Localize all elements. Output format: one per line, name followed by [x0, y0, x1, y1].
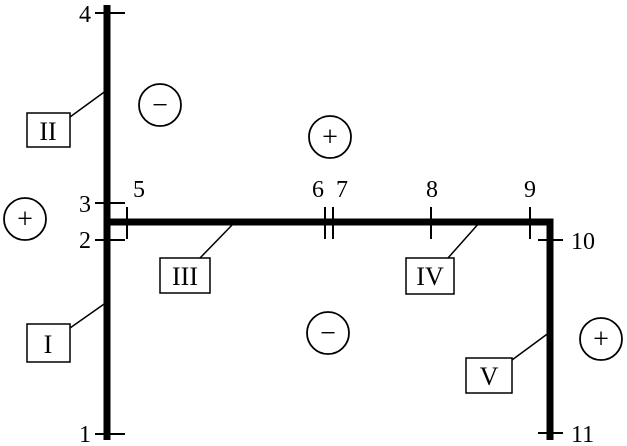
point-label-7: 7 — [336, 177, 348, 203]
member-label-ii: II — [39, 117, 56, 146]
sign-circle-minus-upper — [138, 83, 182, 127]
point-label-8: 8 — [426, 177, 438, 203]
point-label-9: 9 — [524, 177, 536, 203]
sign-circle-plus-left — [3, 197, 47, 241]
leader-line-iv — [447, 221, 481, 259]
point-label-6: 6 — [312, 177, 324, 203]
sign-circle-plus-right — [579, 317, 623, 361]
sign-circle-minus-lower — [306, 311, 350, 355]
point-label-10: 10 — [571, 229, 595, 255]
section-ticks — [95, 12, 563, 435]
member-box-ii — [26, 112, 71, 148]
point-label-3: 3 — [79, 192, 91, 218]
frame-members — [103, 5, 554, 440]
sign-markers: + − + − + — [3, 83, 623, 361]
sign-plus-right: + — [593, 324, 609, 355]
point-label-1: 1 — [79, 422, 91, 446]
point-label-11: 11 — [571, 422, 594, 446]
member-labels: II I III IV V — [26, 89, 551, 394]
sign-circle-plus-top — [308, 115, 352, 159]
point-label-5: 5 — [133, 177, 145, 203]
sign-minus-lower: − — [320, 318, 336, 349]
member-box-iii — [159, 257, 211, 294]
leader-line-ii — [69, 89, 108, 118]
point-label-2: 2 — [79, 228, 91, 254]
point-label-4: 4 — [79, 2, 91, 28]
leader-line-v — [511, 331, 551, 361]
point-labels: 4 3 2 1 5 6 7 8 9 10 11 — [79, 2, 595, 446]
member-box-v — [465, 357, 513, 394]
sign-plus-top: + — [322, 122, 338, 153]
leader-line-i — [69, 301, 108, 329]
sign-plus-left: + — [17, 204, 33, 235]
sign-minus-upper: − — [152, 90, 168, 121]
member-label-iii: III — [172, 262, 198, 291]
member-box-i — [26, 323, 71, 363]
leader-line-iii — [199, 221, 236, 259]
beam-and-right-column — [107, 218, 554, 440]
member-box-iv — [405, 257, 455, 295]
member-label-iv: IV — [416, 262, 444, 291]
member-label-v: V — [480, 362, 499, 391]
member-label-i: I — [44, 330, 53, 359]
